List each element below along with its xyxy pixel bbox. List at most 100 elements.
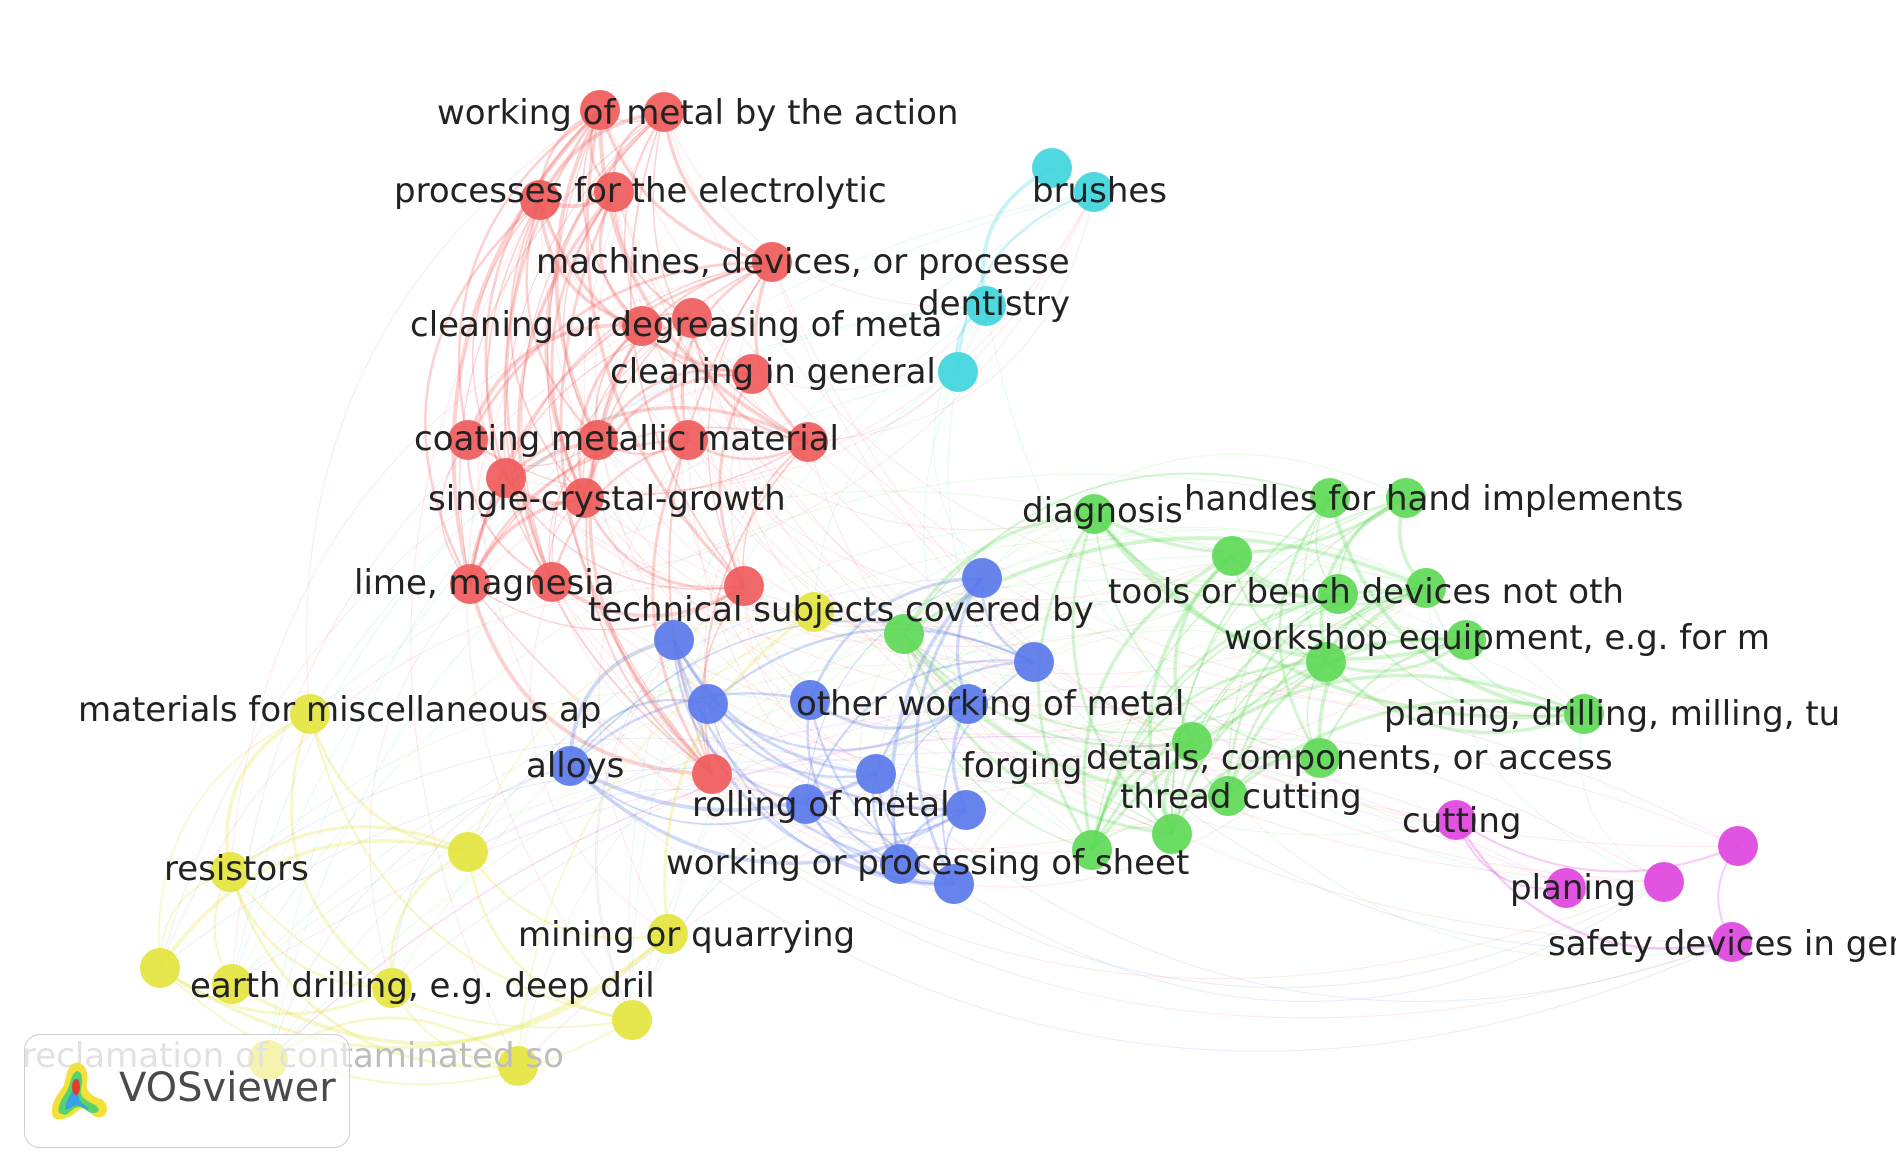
network-node-red[interactable] bbox=[532, 562, 572, 602]
label-handles[interactable]: handles for hand implements bbox=[1184, 479, 1683, 519]
network-node-green[interactable] bbox=[1152, 814, 1192, 854]
network-node-cyan[interactable] bbox=[938, 352, 978, 392]
label-details-components[interactable]: details, components, or access bbox=[1086, 738, 1613, 778]
network-node-blue[interactable] bbox=[550, 746, 590, 786]
network-node-yellow[interactable] bbox=[212, 964, 252, 1004]
label-materials-misc[interactable]: materials for miscellaneous ap bbox=[78, 690, 601, 730]
label-thread-cutting[interactable]: thread cutting bbox=[1120, 777, 1362, 817]
network-node-green[interactable] bbox=[1446, 620, 1486, 660]
label-workshop-equipment[interactable]: workshop equipment, e.g. for m bbox=[1224, 618, 1770, 658]
label-other-working[interactable]: other working of metal bbox=[796, 684, 1184, 724]
vosviewer-logo-box: VOSviewer bbox=[24, 1034, 350, 1148]
network-node-green[interactable] bbox=[1386, 478, 1426, 518]
label-lime-magnesia[interactable]: lime, magnesia bbox=[354, 563, 615, 603]
network-node-green[interactable] bbox=[1310, 478, 1350, 518]
label-machines-devices[interactable]: machines, devices, or processe bbox=[536, 242, 1070, 282]
network-node-green[interactable] bbox=[1300, 738, 1340, 778]
network-node-yellow[interactable] bbox=[372, 968, 412, 1008]
label-cutting[interactable]: cutting bbox=[1402, 801, 1521, 841]
network-node-cyan[interactable] bbox=[966, 286, 1006, 326]
network-edge bbox=[706, 703, 877, 779]
network-node-red[interactable] bbox=[486, 458, 526, 498]
network-node-red[interactable] bbox=[752, 242, 792, 282]
label-planing[interactable]: planing bbox=[1510, 868, 1636, 908]
label-resistors[interactable]: resistors bbox=[164, 849, 309, 889]
network-node-blue[interactable] bbox=[962, 558, 1002, 598]
label-earth-drilling[interactable]: earth drilling, e.g. deep dril bbox=[190, 966, 655, 1006]
label-working-of-metal[interactable]: working of metal by the action bbox=[437, 93, 958, 133]
network-node-cyan[interactable] bbox=[1074, 172, 1114, 212]
network-edge bbox=[1227, 497, 1407, 797]
network-node-yellow[interactable] bbox=[210, 852, 250, 892]
network-node-green[interactable] bbox=[1406, 568, 1446, 608]
network-node-red[interactable] bbox=[578, 420, 618, 460]
network-node-magenta[interactable] bbox=[1718, 826, 1758, 866]
network-node-green[interactable] bbox=[1074, 494, 1114, 534]
label-technical-subjects[interactable]: technical subjects covered by bbox=[588, 590, 1094, 630]
label-forging[interactable]: forging bbox=[962, 746, 1082, 786]
network-node-yellow[interactable] bbox=[498, 1046, 538, 1086]
network-node-green[interactable] bbox=[1208, 776, 1248, 816]
label-electrolytic[interactable]: processes for the electrolytic bbox=[394, 171, 887, 211]
network-node-red[interactable] bbox=[448, 420, 488, 460]
label-safety-devices[interactable]: safety devices in genera bbox=[1548, 924, 1896, 964]
label-dentistry[interactable]: dentistry bbox=[918, 284, 1070, 324]
label-cleaning-general[interactable]: cleaning in general bbox=[610, 352, 936, 392]
network-node-cyan[interactable] bbox=[1032, 148, 1072, 188]
label-coating-metallic[interactable]: coating metallic material bbox=[414, 419, 839, 459]
network-node-green[interactable] bbox=[1564, 694, 1604, 734]
network-node-blue[interactable] bbox=[948, 684, 988, 724]
network-node-green[interactable] bbox=[1212, 536, 1252, 576]
network-node-magenta[interactable] bbox=[1644, 862, 1684, 902]
network-node-red[interactable] bbox=[672, 298, 712, 338]
label-working-sheet[interactable]: working or processing of sheet bbox=[666, 843, 1189, 883]
network-node-red[interactable] bbox=[788, 422, 828, 462]
network-node-red[interactable] bbox=[692, 754, 732, 794]
network-node-blue[interactable] bbox=[880, 844, 920, 884]
network-node-blue[interactable] bbox=[934, 864, 974, 904]
label-rolling-metal[interactable]: rolling of metal bbox=[692, 785, 950, 825]
network-node-blue[interactable] bbox=[856, 754, 896, 794]
network-node-red[interactable] bbox=[520, 180, 560, 220]
network-node-magenta[interactable] bbox=[1436, 800, 1476, 840]
network-node-blue[interactable] bbox=[790, 680, 830, 720]
label-single-crystal[interactable]: single-crystal-growth bbox=[428, 479, 786, 519]
network-node-red[interactable] bbox=[594, 172, 634, 212]
network-node-green[interactable] bbox=[1172, 722, 1212, 762]
network-node-green[interactable] bbox=[1072, 830, 1112, 870]
network-node-yellow[interactable] bbox=[448, 832, 488, 872]
network-node-red[interactable] bbox=[644, 92, 684, 132]
network-node-green[interactable] bbox=[1306, 642, 1346, 682]
network-node-yellow[interactable] bbox=[612, 1000, 652, 1040]
network-node-yellow[interactable] bbox=[140, 948, 180, 988]
network-edge bbox=[568, 638, 675, 767]
network-node-yellow[interactable] bbox=[290, 694, 330, 734]
network-node-blue[interactable] bbox=[1014, 642, 1054, 682]
network-node-green[interactable] bbox=[884, 614, 924, 654]
label-planing-drilling[interactable]: planing, drilling, milling, tu bbox=[1384, 694, 1840, 734]
network-node-red[interactable] bbox=[724, 566, 764, 606]
network-node-magenta[interactable] bbox=[1712, 922, 1752, 962]
network-node-red[interactable] bbox=[622, 306, 662, 346]
network-node-red[interactable] bbox=[668, 420, 708, 460]
network-edge bbox=[1191, 587, 1427, 743]
network-node-blue[interactable] bbox=[786, 784, 826, 824]
label-alloys[interactable]: alloys bbox=[526, 746, 624, 786]
network-node-yellow[interactable] bbox=[794, 592, 834, 632]
label-brushes[interactable]: brushes bbox=[1032, 171, 1167, 211]
label-cleaning-degreasing[interactable]: cleaning or degreasing of meta bbox=[410, 305, 942, 345]
network-node-magenta[interactable] bbox=[1546, 868, 1586, 908]
label-mining-quarrying[interactable]: mining or quarrying bbox=[518, 915, 855, 955]
network-node-blue[interactable] bbox=[688, 684, 728, 724]
network-node-red[interactable] bbox=[732, 354, 772, 394]
network-node-red[interactable] bbox=[450, 564, 490, 604]
label-tools-bench[interactable]: tools or bench devices not oth bbox=[1108, 572, 1624, 612]
network-node-blue[interactable] bbox=[946, 790, 986, 830]
network-node-red[interactable] bbox=[580, 90, 620, 130]
network-node-yellow[interactable] bbox=[648, 914, 688, 954]
network-node-blue[interactable] bbox=[654, 620, 694, 660]
label-diagnosis[interactable]: diagnosis bbox=[1022, 491, 1183, 531]
network-node-green[interactable] bbox=[1318, 574, 1358, 614]
network-node-red[interactable] bbox=[564, 478, 604, 518]
